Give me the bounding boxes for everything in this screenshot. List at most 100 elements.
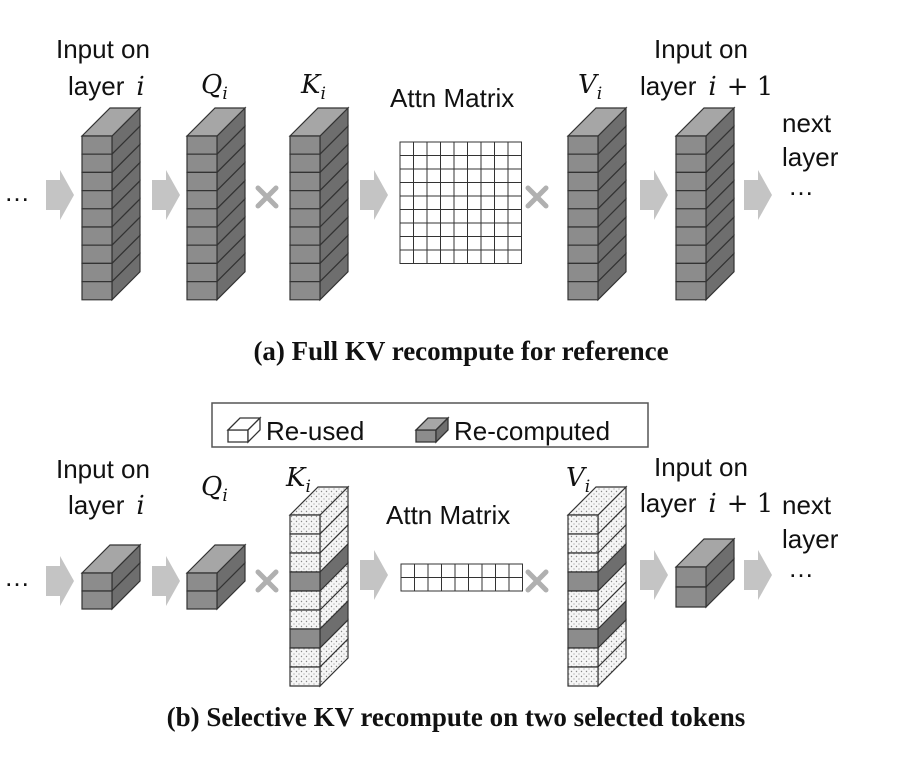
attn-matrix-a: [399, 141, 522, 264]
attn-cell: [480, 209, 495, 224]
attn-cell: [441, 563, 456, 578]
token-block: [81, 590, 113, 610]
legend-recomputed-label: Re-computed: [454, 416, 610, 446]
attn-cell: [467, 155, 482, 170]
attn-cell: [480, 249, 495, 264]
ellipsis-left-a: …: [4, 177, 30, 207]
arrow-b-2: [152, 556, 180, 606]
token-block: [186, 208, 218, 228]
token-block: [81, 262, 113, 283]
attn-cell: [453, 155, 468, 170]
arrow-a-1: [46, 170, 74, 220]
attn-cell: [440, 195, 455, 210]
attn-cell: [414, 563, 429, 578]
attn-cell: [440, 141, 455, 156]
attn-cell: [453, 168, 468, 183]
input-stack-b: [80, 543, 142, 611]
attn-cell: [454, 577, 469, 592]
ellipsis-right-a: …: [788, 171, 814, 201]
token-block: [567, 571, 599, 592]
attn-cell: [440, 249, 455, 264]
attn-cell: [453, 195, 468, 210]
attn-cell: [400, 563, 415, 578]
next-layer-label-b-line2: layer: [782, 524, 839, 554]
token-block: [289, 571, 321, 592]
token-block: [289, 226, 321, 246]
attn-cell: [467, 182, 482, 197]
q-stack-a: [185, 106, 247, 302]
attn-cell: [399, 195, 414, 210]
token-block: [675, 262, 707, 283]
legend: Re-used Re-computed: [211, 402, 649, 448]
token-block: [567, 153, 599, 173]
input-label-b-line1: Input on: [56, 454, 150, 484]
attn-cell: [507, 209, 522, 224]
attn-cell: [508, 563, 523, 578]
token-block: [81, 208, 113, 228]
attn-cell: [480, 222, 495, 237]
token-block: [567, 244, 599, 264]
attn-cell: [426, 168, 441, 183]
token-block: [186, 244, 218, 264]
token-block: [567, 514, 599, 535]
multiply-icon-b-2: [525, 569, 549, 593]
attn-cell: [426, 236, 441, 251]
arrow-b-4: [640, 550, 668, 600]
attn-cell: [399, 141, 414, 156]
attn-cell: [481, 563, 496, 578]
attn-cell: [413, 141, 428, 156]
next-input-label-b-line2: layer i + 1: [640, 488, 773, 519]
attn-cell: [507, 182, 522, 197]
k-stack-b: [288, 485, 350, 688]
token-block: [567, 647, 599, 668]
token-block: [81, 190, 113, 210]
arrow-b-1: [46, 556, 74, 606]
attn-cell: [507, 141, 522, 156]
token-block: [289, 190, 321, 210]
recomputed-swatch-icon: [414, 416, 450, 444]
token-block: [186, 135, 218, 155]
attn-cell: [467, 168, 482, 183]
attn-cell: [414, 577, 429, 592]
attn-cell: [507, 168, 522, 183]
attn-cell: [494, 249, 509, 264]
v-label-b: Vi: [566, 463, 590, 497]
token-block: [675, 566, 707, 588]
v-stack-a: [566, 106, 628, 302]
attn-cell: [413, 209, 428, 224]
q-stack-b: [185, 543, 247, 611]
token-block: [289, 281, 321, 301]
attn-label-a: Attn Matrix: [390, 83, 514, 113]
k-stack-a: [288, 106, 350, 302]
token-block: [186, 262, 218, 283]
multiply-icon-b-1: [255, 569, 279, 593]
token-block: [675, 244, 707, 264]
attn-cell: [454, 563, 469, 578]
attn-cell: [467, 141, 482, 156]
attn-cell: [426, 195, 441, 210]
next-input-label-b-line1: Input on: [654, 452, 748, 482]
attn-cell: [427, 563, 442, 578]
attn-cell: [427, 577, 442, 592]
v-label-a: Vi: [578, 70, 602, 104]
attn-cell: [413, 249, 428, 264]
attn-cell: [494, 195, 509, 210]
token-block: [567, 533, 599, 554]
attn-cell: [468, 563, 483, 578]
k-label-a: Ki: [300, 70, 326, 104]
next-input-stack-a: [674, 106, 736, 302]
multiply-icon-a-1: [255, 185, 279, 209]
q-label-b: Qi: [201, 472, 228, 506]
token-block: [81, 281, 113, 301]
attn-cell: [426, 182, 441, 197]
token-block: [567, 552, 599, 573]
attn-cell: [440, 182, 455, 197]
attn-cell: [453, 209, 468, 224]
attn-cell: [494, 209, 509, 224]
panel-a: … Input on layer i Qi Ki: [4, 34, 839, 366]
next-input-label-a-line2: layer i + 1: [640, 71, 773, 102]
token-block: [567, 171, 599, 192]
token-block: [289, 135, 321, 155]
token-block: [675, 586, 707, 608]
attn-cell: [507, 249, 522, 264]
